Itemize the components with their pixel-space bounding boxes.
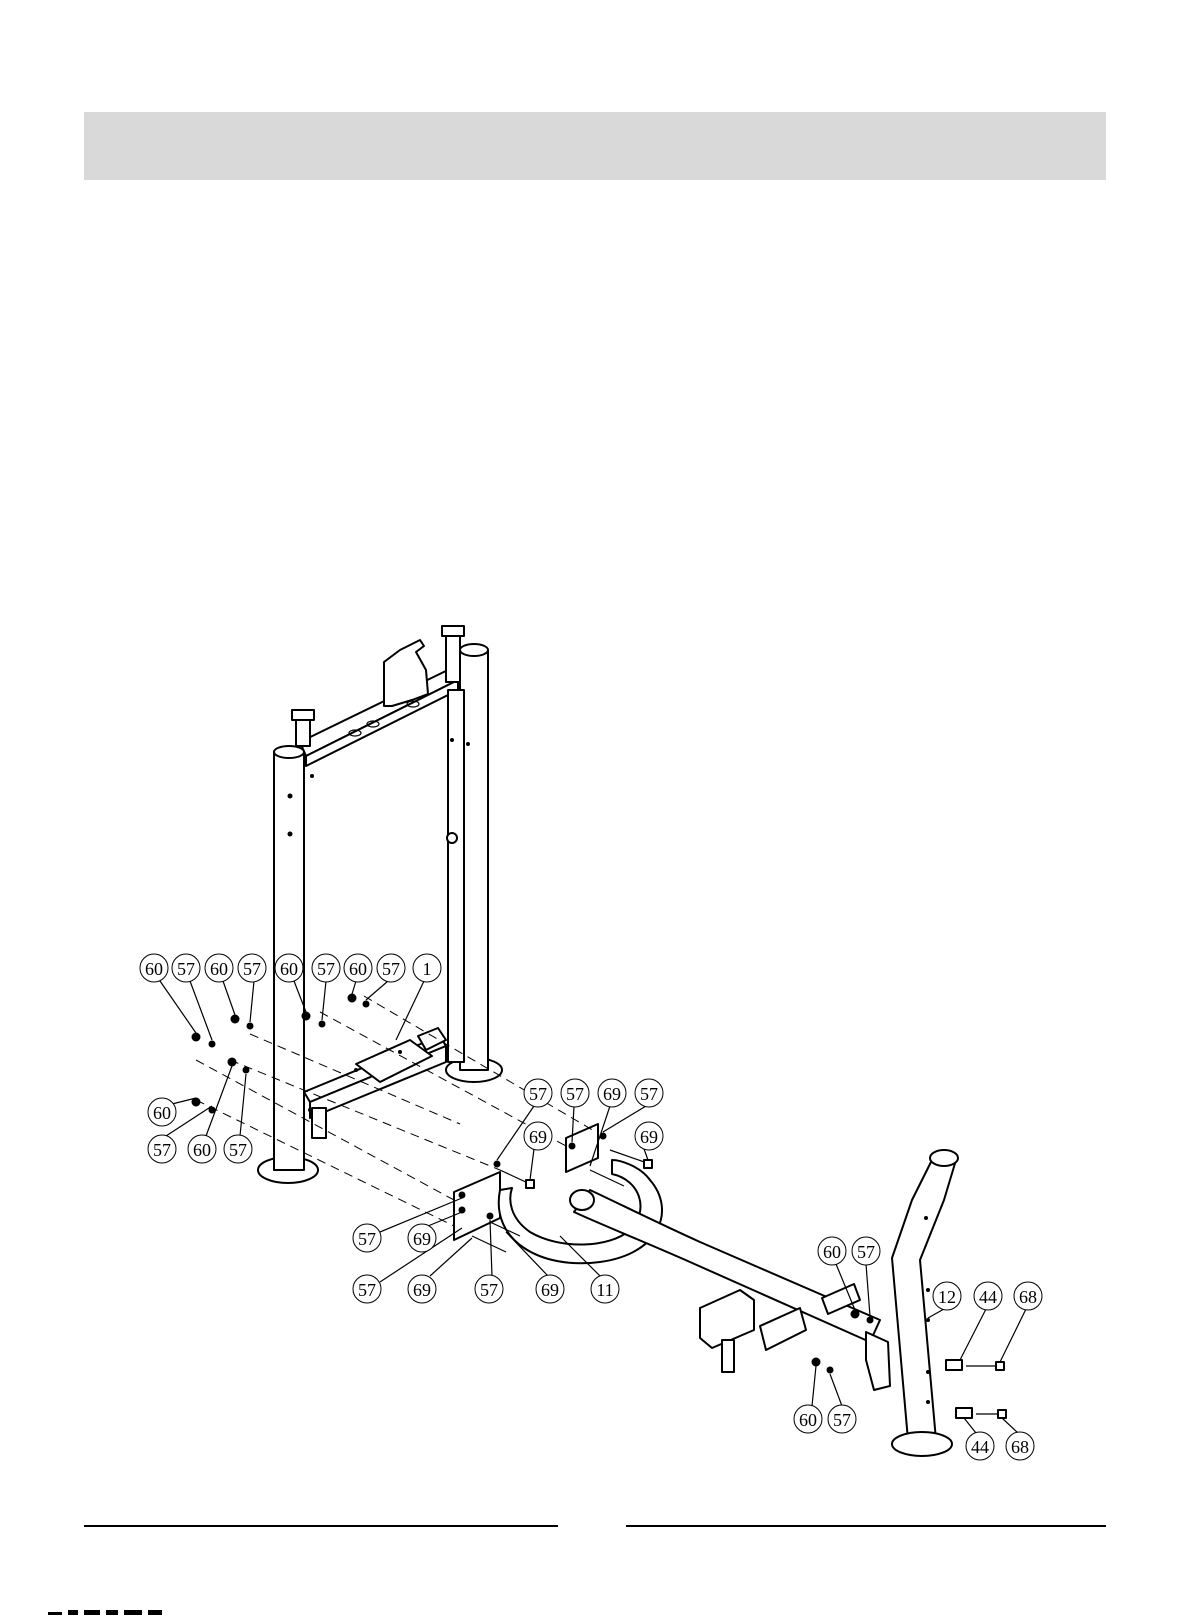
callout-label: 60 [280, 959, 298, 979]
callout-label: 57 [640, 1084, 658, 1104]
part-callout-12: 12 [933, 1282, 961, 1310]
part-callout-57: 57 [353, 1275, 381, 1303]
callout-label: 57 [229, 1140, 247, 1160]
part-callout-1: 1 [413, 954, 441, 982]
lower-cross-member [304, 1028, 446, 1138]
callout-label: 57 [243, 959, 261, 979]
alignment-lines [196, 996, 596, 1226]
part-callout-57: 57 [524, 1079, 552, 1107]
part-callout-69: 69 [598, 1079, 626, 1107]
callout-label: 57 [358, 1229, 376, 1249]
part-callout-57: 57 [148, 1135, 176, 1163]
callout-label: 69 [603, 1084, 621, 1104]
part-callout-44: 44 [966, 1432, 994, 1460]
callout-label: 57 [153, 1140, 171, 1160]
part-callout-57: 57 [852, 1237, 880, 1265]
callout-label: 60 [349, 959, 367, 979]
part-callout-60: 60 [344, 954, 372, 982]
callout-label: 1 [423, 959, 432, 979]
callout-label: 69 [529, 1127, 547, 1147]
part-callout-60: 60 [140, 954, 168, 982]
callout-label: 57 [317, 959, 335, 979]
footer-rule-right [626, 1525, 1106, 1527]
top-cross-member [292, 626, 464, 766]
part-callout-68: 68 [1014, 1282, 1042, 1310]
callout-label: 69 [541, 1280, 559, 1300]
footer-rule-left [84, 1525, 558, 1527]
part-callout-69: 69 [408, 1224, 436, 1252]
part-callout-60: 60 [818, 1237, 846, 1265]
callout-label: 57 [177, 959, 195, 979]
callout-label: 44 [971, 1437, 989, 1457]
callout-label: 69 [413, 1280, 431, 1300]
part-callout-69: 69 [536, 1275, 564, 1303]
part-callout-57: 57 [561, 1079, 589, 1107]
part-callout-44: 44 [974, 1282, 1002, 1310]
callout-label: 68 [1011, 1437, 1029, 1457]
callout-label: 69 [640, 1127, 658, 1147]
callout-label: 68 [1019, 1287, 1037, 1307]
callout-label: 57 [566, 1084, 584, 1104]
part-callout-57: 57 [475, 1275, 503, 1303]
part-callout-69: 69 [524, 1122, 552, 1150]
part-callout-57: 57 [238, 954, 266, 982]
callout-label: 12 [938, 1287, 956, 1307]
callout-label: 60 [153, 1103, 171, 1123]
callout-label: 60 [210, 959, 228, 979]
part-callout-57: 57 [828, 1405, 856, 1433]
part-callout-11: 11 [591, 1275, 619, 1303]
callout-label: 57 [480, 1280, 498, 1300]
footer-text-fragment [48, 1608, 168, 1617]
part-callout-57: 57 [353, 1224, 381, 1252]
part-callout-57: 57 [635, 1079, 663, 1107]
callout-label: 60 [193, 1140, 211, 1160]
callout-label: 57 [382, 959, 400, 979]
part-callout-60: 60 [275, 954, 303, 982]
callout-label: 44 [979, 1287, 997, 1307]
part-callout-60: 60 [205, 954, 233, 982]
callout-label: 57 [833, 1410, 851, 1430]
part-callout-69: 69 [408, 1275, 436, 1303]
part-callout-57: 57 [172, 954, 200, 982]
callout-label: 11 [596, 1280, 613, 1300]
callout-label: 57 [857, 1242, 875, 1262]
part-callout-60: 60 [148, 1098, 176, 1126]
part-callout-57: 57 [377, 954, 405, 982]
callout-label: 69 [413, 1229, 431, 1249]
callout-label: 57 [358, 1280, 376, 1300]
part-callout-60: 60 [188, 1135, 216, 1163]
callout-label: 60 [145, 959, 163, 979]
callout-label: 57 [529, 1084, 547, 1104]
part-callout-60: 60 [794, 1405, 822, 1433]
part-callout-68: 68 [1006, 1432, 1034, 1460]
callout-label: 60 [823, 1242, 841, 1262]
part-callout-57: 57 [312, 954, 340, 982]
callout-label: 60 [799, 1410, 817, 1430]
part-callout-57: 57 [224, 1135, 252, 1163]
part-callout-69: 69 [635, 1122, 663, 1150]
